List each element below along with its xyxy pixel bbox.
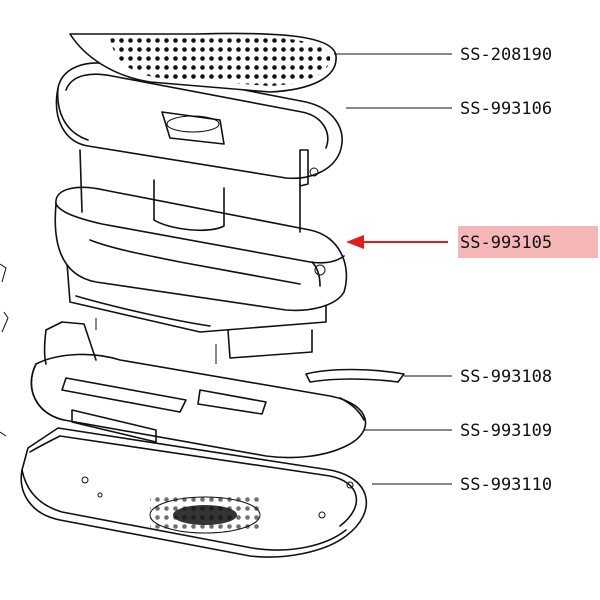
base-part — [20, 427, 368, 558]
reservoir-part — [55, 62, 343, 233]
part-label-highlighted: SS-993105 — [460, 233, 552, 253]
part-label: SS-993110 — [460, 475, 552, 495]
part-labels: SS-208190 SS-993106 SS-993105 SS-993108 … — [460, 45, 552, 495]
red-arrow-icon — [346, 235, 448, 249]
part-label: SS-993106 — [460, 99, 552, 119]
edge-fragments — [0, 263, 9, 437]
grid-plate-part — [69, 32, 337, 93]
part-label: SS-208190 — [460, 45, 552, 65]
tank-part — [54, 186, 348, 364]
part-label: SS-993109 — [460, 421, 552, 441]
leader-lines — [334, 53, 452, 485]
clip-part — [305, 368, 405, 383]
lower-cover-part — [30, 321, 367, 459]
part-label-highlight — [458, 226, 598, 258]
part-label: SS-993108 — [460, 367, 552, 387]
